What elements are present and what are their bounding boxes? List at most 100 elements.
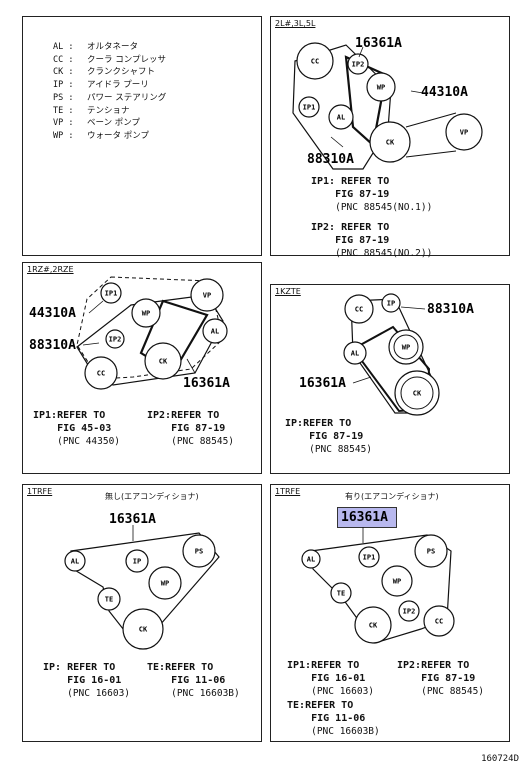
label-ck: CK (159, 358, 168, 366)
pulley-ip2 (347, 53, 369, 75)
label-ps: PS (195, 548, 203, 556)
panel-caption: 有り(エアコンディショナ) (345, 492, 439, 501)
label-ip1: IP1 (303, 104, 316, 112)
callout-88310a: 88310A (29, 338, 76, 353)
leader-16361a (352, 376, 372, 384)
belt-diagram: IP1 VP WP IP2 AL CK CC 44310A 88310A 163… (29, 276, 230, 391)
panel-title: 1TRFE (27, 487, 53, 496)
callout-88310a: 88310A (307, 152, 354, 167)
pulley-vp (445, 113, 483, 151)
pulley-al (301, 549, 321, 569)
label-vp: VP (460, 129, 468, 137)
highlight-16361a (337, 507, 397, 528)
label-al: AL (71, 558, 79, 566)
panel-1trfe-no-ac: 1TRFE 無し(エアコンディショナ) AL IP PS WP TE CK 16… (22, 484, 262, 742)
label-ck: CK (369, 622, 378, 630)
pulley-ip (381, 293, 401, 313)
label-cc: CC (355, 306, 363, 314)
label-wp: WP (377, 84, 385, 92)
pulley-ck (144, 342, 182, 380)
pulley-ip2 (398, 600, 420, 622)
label-vp: VP (203, 292, 211, 300)
legend-item: CK :クランクシャフト (53, 67, 156, 78)
label-wp: WP (393, 578, 401, 586)
ref-ip2: IP2:REFER TO FIG 87-19 (PNC 88545) (147, 410, 235, 447)
label-ps: PS (427, 548, 435, 556)
callout-44310a: 44310A (29, 306, 76, 321)
ref-ip1: IP1: REFER TO FIG 87-19 (PNC 88545(NO.1)… (311, 176, 433, 213)
label-ip1: IP1 (363, 554, 376, 562)
label-wp: WP (161, 580, 169, 588)
ref-ip: IP:REFER TO FIG 87-19 (PNC 88545) (285, 418, 373, 455)
panel-caption: 無し(エアコンディショナ) (105, 492, 199, 501)
panel-title: 1KZTE (275, 287, 301, 296)
label-ck: CK (386, 139, 395, 147)
leader-88310a (330, 136, 344, 148)
ref-ip2: IP2:REFER TO FIG 87-19 (PNC 88545) (397, 660, 485, 697)
belt-diagram: CC IP WP AL CK 88310A 16361A (299, 293, 474, 416)
leader-44310a (88, 300, 104, 314)
ref-ip2: IP2: REFER TO FIG 87-19 (PNC 88545(NO.2)… (311, 222, 433, 259)
belt-diagram: AL IP1 PS WP TE IP2 CK CC 16361A (301, 510, 455, 644)
pulley-ip (125, 549, 149, 573)
belt-44310a (76, 276, 224, 380)
label-al: AL (337, 114, 345, 122)
pulley-al (202, 318, 228, 344)
figure-number: 160724D (481, 754, 519, 764)
pulley-wp (131, 298, 161, 328)
label-ck: CK (413, 390, 422, 398)
pulley-ps (414, 534, 448, 568)
label-te: TE (105, 596, 113, 604)
label-al: AL (351, 350, 359, 358)
pulley-cc (423, 605, 455, 637)
legend-panel: AL :オルタネータ CC :クーラ コンプレッサ CK :クランクシャフト I… (22, 16, 262, 256)
callout-16361a: 16361A (355, 36, 402, 51)
belt-44310a (405, 112, 457, 158)
pulley-te (97, 587, 121, 611)
ref-te: TE:REFER TO FIG 11-06 (PNC 16603B) (147, 662, 240, 699)
callout-16361a: 16361A (299, 376, 346, 391)
pulley-vp (190, 278, 224, 312)
ref-ip: IP: REFER TO FIG 16-01 (PNC 16603) (43, 662, 131, 699)
legend-item: IP :アイドラ プーリ (53, 80, 149, 91)
panel-1rz-2rze: 1RZ#,2RZE IP1 VP WP IP2 AL CK CC 44310A … (22, 262, 262, 474)
ref-ip1: IP1:REFER TO FIG 45-03 (PNC 44350) (33, 410, 121, 447)
label-cc: CC (97, 370, 105, 378)
pulley-cc (344, 294, 374, 324)
pulley-al (328, 104, 354, 130)
label-al: AL (211, 328, 219, 336)
label-ip2: IP2 (352, 61, 365, 69)
pulley-cc (84, 356, 118, 390)
panel-1trfe-ac: 1TRFE 有り(エアコンディショナ) AL IP1 PS WP TE IP2 … (270, 484, 510, 742)
label-cc: CC (435, 618, 443, 626)
label-ip2: IP2 (403, 608, 416, 616)
label-wp: WP (142, 310, 150, 318)
pulley-ck (400, 376, 434, 410)
panel-1kzte: 1KZTE CC IP WP AL CK 88310A 16361A IP:RE… (270, 284, 510, 474)
pulley-ip1 (298, 96, 320, 118)
pulley-wp (366, 72, 396, 102)
label-te: TE (337, 590, 345, 598)
pulley-cc (296, 42, 334, 80)
legend-item: TE :テンショナ (53, 105, 130, 116)
label-ip: IP (133, 558, 141, 566)
pulley-ps (182, 534, 216, 568)
label-ip1: IP1 (105, 290, 118, 298)
panel-title: 2L#,3L,5L (275, 19, 316, 28)
ref-ip1: IP1:REFER TO FIG 16-01 (PNC 16603) (287, 660, 375, 697)
panel-2l-3l-5l: 2L#,3L,5L CC IP2 WP IP1 AL CK VP 16361A … (270, 16, 510, 259)
callout-88310a: 88310A (427, 302, 474, 317)
pulley-ck (369, 121, 411, 163)
pulley-ip1 (100, 282, 122, 304)
leader-16361a (358, 46, 364, 58)
legend-list: AL :オルタネータ CC :クーラ コンプレッサ CK :クランクシャフト I… (53, 41, 166, 143)
leader-16361a (186, 358, 196, 374)
leader-44310a (410, 90, 424, 94)
pulley-ip1 (358, 546, 380, 568)
pulley-wp (148, 566, 182, 600)
legend-item: PS :パワー ステアリング (53, 92, 167, 103)
label-ck: CK (139, 626, 148, 634)
callout-44310a: 44310A (421, 85, 468, 100)
pulley-al (343, 341, 367, 365)
label-cc: CC (311, 58, 319, 66)
